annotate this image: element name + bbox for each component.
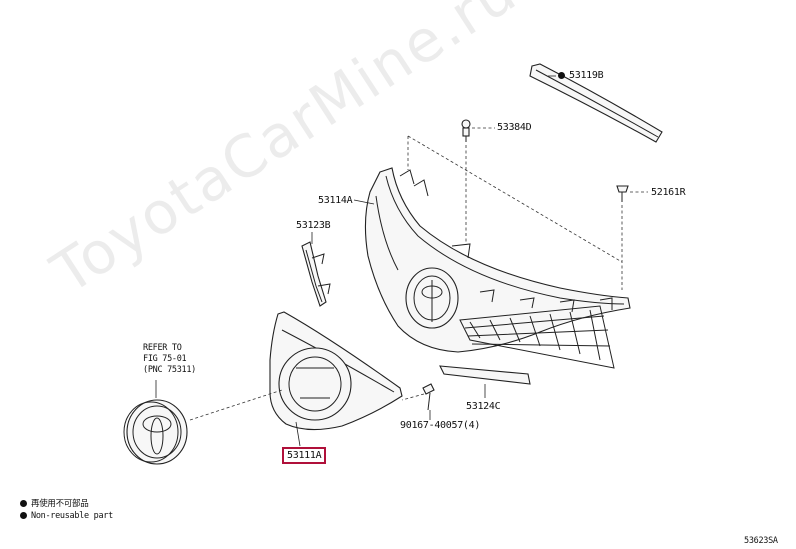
label-52161r: 52161R	[651, 187, 686, 198]
legend-en: Non-reusable part	[20, 511, 113, 521]
label-53124c: 53124C	[466, 401, 501, 412]
clip-52161r	[616, 185, 648, 290]
part-number: 53119B	[569, 70, 604, 81]
non-reusable-dot-icon	[558, 71, 565, 79]
figure-code: 53623SA	[744, 536, 778, 546]
screw-90167	[401, 383, 435, 411]
reference-line-2: FIG 75-01	[143, 354, 187, 364]
main-grille	[364, 167, 631, 369]
label-53119b: 53119B	[558, 70, 604, 81]
non-reusable-dot-icon	[20, 500, 27, 507]
label-53384d: 53384D	[497, 122, 532, 133]
upper-molding-strip	[529, 63, 663, 143]
clip-53384d	[461, 119, 495, 245]
label-90167: 90167-40057(4)	[400, 420, 481, 431]
legend-jp: 再使用不可部品	[20, 497, 89, 509]
reference-line-1: REFER TO	[143, 343, 182, 353]
legend-en-text: Non-reusable part	[31, 511, 113, 521]
label-53123b: 53123B	[296, 220, 331, 231]
lower-grille-53111a	[269, 311, 403, 431]
toyota-emblem	[123, 389, 283, 465]
lower-molding-53124c	[439, 365, 531, 385]
legend-jp-text: 再使用不可部品	[31, 499, 89, 509]
reference-line-3: (PNC 75311)	[143, 365, 196, 375]
label-53114a: 53114A	[318, 195, 353, 206]
label-53111a-highlighted[interactable]: 53111A	[282, 447, 327, 464]
non-reusable-dot-icon	[20, 512, 27, 519]
side-molding-53123b	[301, 241, 331, 307]
